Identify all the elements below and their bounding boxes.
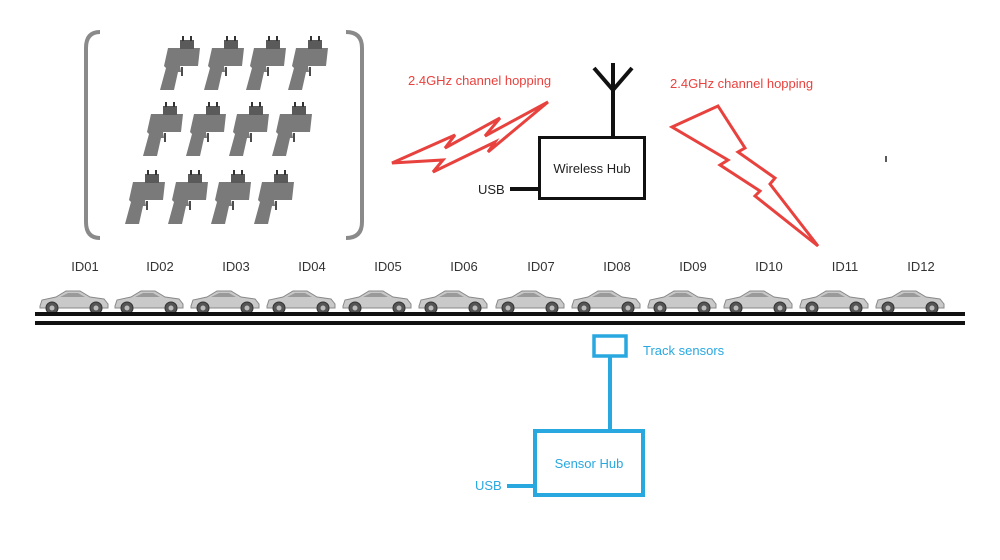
- hand-controller-icon: [186, 102, 226, 156]
- hand-controller-icon: [211, 170, 251, 224]
- right-bracket: [345, 30, 364, 240]
- car-icon: [39, 290, 109, 315]
- car-id-label: ID11: [831, 259, 859, 274]
- car-id-label: ID01: [71, 259, 99, 274]
- radio-label-left: 2.4GHz channel hopping: [408, 73, 552, 88]
- hand-controller-icon: [254, 170, 294, 224]
- hand-controller-icon: [272, 102, 312, 156]
- lightning-signal-right-icon: [668, 104, 820, 248]
- car-id-label: ID05: [374, 259, 402, 274]
- car-id-label: ID02: [146, 259, 174, 274]
- lightning-signal-left-icon: [391, 100, 549, 174]
- car-icon: [495, 290, 565, 315]
- car-icon: [723, 290, 793, 315]
- wireless-hub-usb-label: USB: [478, 182, 505, 197]
- car-id-label: ID10: [755, 259, 783, 274]
- car-icon: [190, 290, 260, 315]
- car-id-label: ID09: [679, 259, 707, 274]
- track-sensors-label: Track sensors: [643, 343, 725, 358]
- hand-controller-icon: [246, 36, 286, 90]
- car-id-label: ID04: [298, 259, 326, 274]
- car-id-label: ID03: [222, 259, 250, 274]
- hand-controller-icon: [143, 102, 183, 156]
- antenna-icon: [592, 63, 634, 137]
- car-icon: [571, 290, 641, 315]
- car-icon: [875, 290, 945, 315]
- car-icon: [342, 290, 412, 315]
- controllers-group: [125, 36, 328, 224]
- radio-label-right: 2.4GHz channel hopping: [670, 76, 814, 91]
- hand-controller-icon: [125, 170, 165, 224]
- car-id-label: ID12: [907, 259, 935, 274]
- hand-controller-icon: [168, 170, 208, 224]
- sensor-hub-label: Sensor Hub: [554, 455, 624, 471]
- car-id-label: ID08: [603, 259, 631, 274]
- car-id-label: ID07: [527, 259, 555, 274]
- wireless-hub-box: Wireless Hub: [538, 136, 646, 200]
- sensor-hub-box: Sensor Hub: [533, 429, 645, 497]
- left-bracket: [84, 30, 101, 240]
- car-icon: [418, 290, 488, 315]
- car-icon: [114, 290, 184, 315]
- wireless-hub-label: Wireless Hub: [553, 160, 631, 176]
- hand-controller-icon: [204, 36, 244, 90]
- hand-controller-icon: [288, 36, 328, 90]
- cars-group: [39, 290, 945, 315]
- hand-controller-icon: [229, 102, 269, 156]
- car-icon: [647, 290, 717, 315]
- car-icon: [799, 290, 869, 315]
- hand-controller-icon: [160, 36, 200, 90]
- car-icon: [266, 290, 336, 315]
- car-id-label: ID06: [450, 259, 478, 274]
- track-sensor-box: [592, 334, 628, 358]
- sensor-hub-usb-label: USB: [475, 478, 502, 493]
